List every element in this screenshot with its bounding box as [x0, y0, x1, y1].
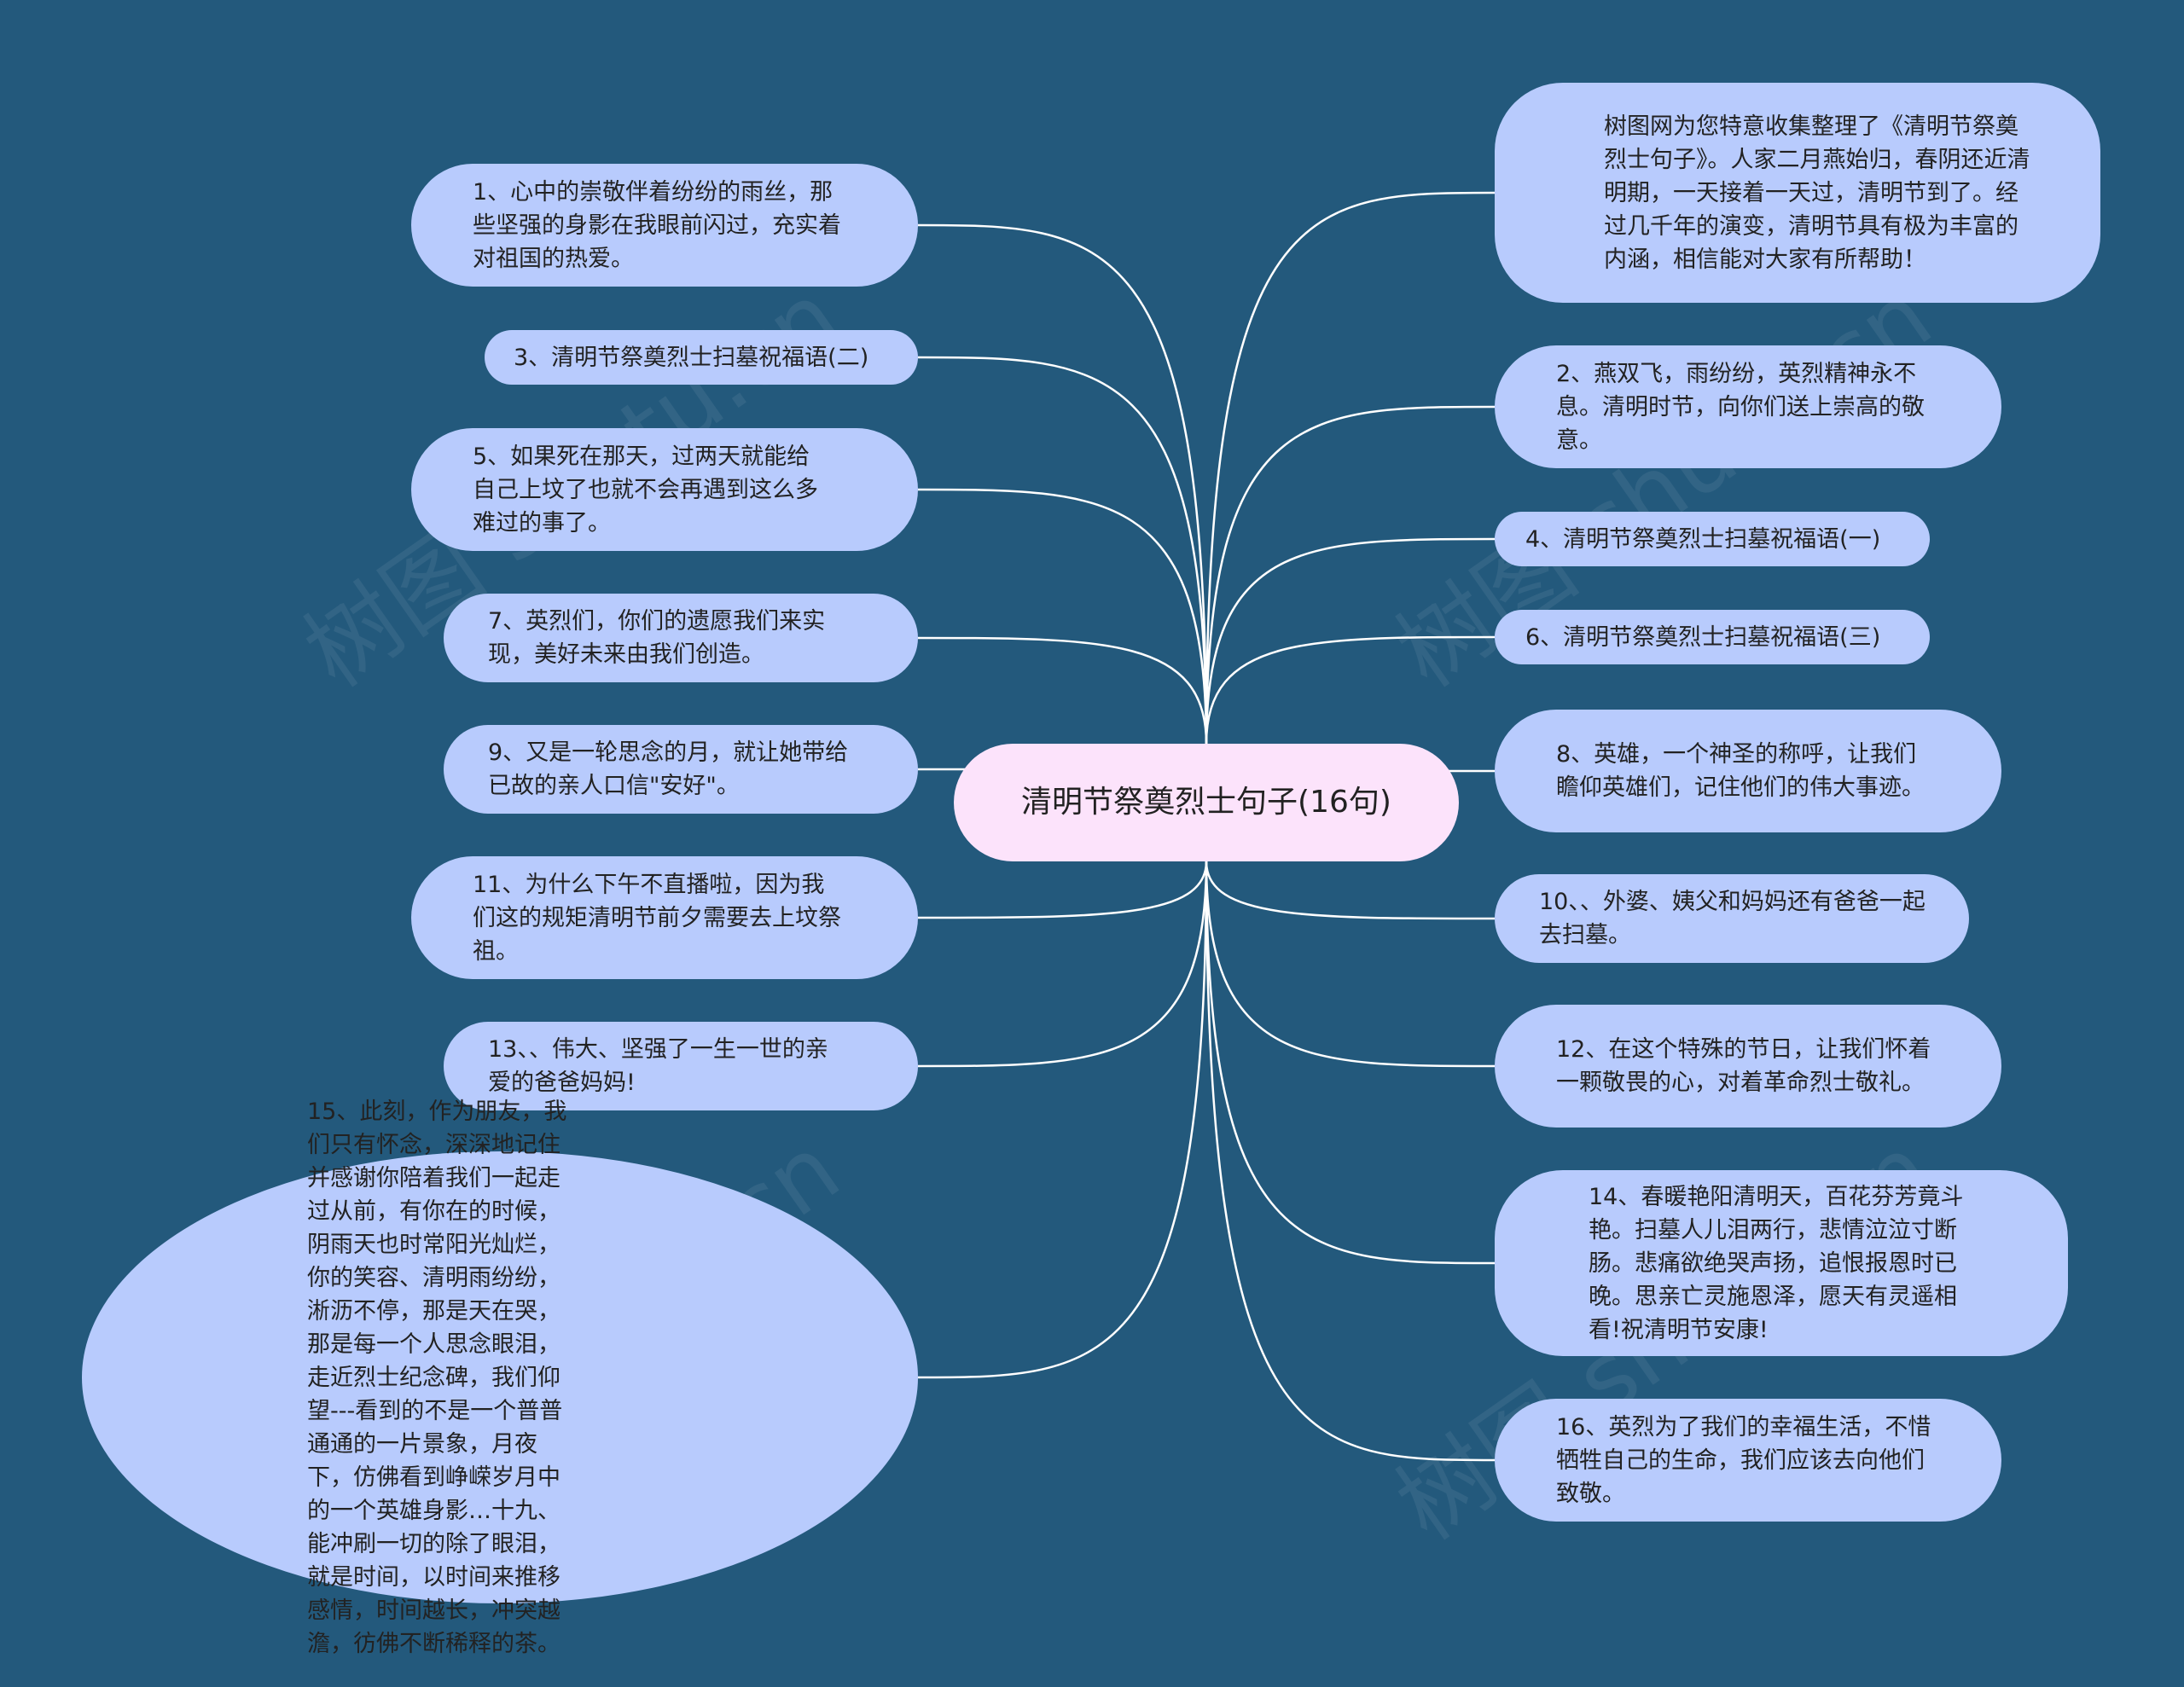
sentence-text: 4、清明节祭奠烈士扫墓祝福语(一)	[1525, 525, 1881, 553]
connector-line	[1205, 191, 1496, 745]
root-topic[interactable]: 清明节祭奠烈士句子(16句)	[954, 744, 1459, 861]
sentence-node-11[interactable]: 11、为什么下午不直播啦，因为我们这的规矩清明节前夕需要去上坟祭祖。	[411, 856, 918, 979]
sentence-text: 3、清明节祭奠烈士扫墓祝福语(二)	[514, 344, 869, 371]
connector-line	[1205, 861, 1496, 1068]
sentence-text: 13、、伟大、坚强了一生一世的亲爱的爸爸妈妈!	[488, 1036, 828, 1096]
sentence-node-16[interactable]: 16、英烈为了我们的幸福生活，不惜牺牲自己的生命，我们应该去向他们致敬。	[1495, 1399, 2001, 1522]
sentence-node-12[interactable]: 12、在这个特殊的节日，让我们怀着一颗敬畏的心，对着革命烈士敬礼。	[1495, 1005, 2001, 1128]
root-topic-label: 清明节祭奠烈士句子(16句)	[1021, 785, 1391, 820]
sentence-text: 9、又是一轮思念的月，就让她带给已故的亲人口信"安好"。	[488, 739, 849, 799]
sentence-text: 16、英烈为了我们的幸福生活，不惜牺牲自己的生命，我们应该去向他们致敬。	[1556, 1413, 1931, 1507]
connector-line	[917, 861, 1208, 919]
sentence-node-4[interactable]: 4、清明节祭奠烈士扫墓祝福语(一)	[1495, 512, 1930, 566]
sentence-text: 7、英烈们，你们的遗愿我们来实现，美好未来由我们创造。	[488, 608, 826, 668]
sentence-text: 14、春暖艳阳清明天，百花芬芳竟斗艳。扫墓人儿泪两行，悲情泣泣寸断肠。悲痛欲绝哭…	[1589, 1183, 1964, 1343]
sentence-node-14[interactable]: 14、春暖艳阳清明天，百花芬芳竟斗艳。扫墓人儿泪两行，悲情泣泣寸断肠。悲痛欲绝哭…	[1495, 1170, 2068, 1356]
sentence-text: 15、此刻，作为朋友，我们只有怀念，深深地记住并感谢你陪着我们一起走过从前，有你…	[307, 1098, 567, 1657]
connector-line	[1205, 405, 1496, 745]
sentence-node-5[interactable]: 5、如果死在那天，过两天就能给自己上坟了也就不会再遇到这么多难过的事了。	[411, 428, 918, 551]
connector-line	[917, 636, 1208, 745]
connector-line	[1205, 861, 1496, 1462]
connector-line	[1205, 861, 1496, 1265]
connector-line	[1205, 635, 1496, 745]
connector-line	[917, 356, 1208, 745]
sentence-text: 2、燕双飞，雨纷纷，英烈精神永不息。清明时节，向你们送上崇高的敬意。	[1556, 360, 1925, 454]
intro-node[interactable]: 树图网为您特意收集整理了《清明节祭奠烈士句子》。人家二月燕始归，春阴还近清明期，…	[1495, 83, 2100, 303]
sentence-node-8[interactable]: 8、英雄，一个神圣的称呼，让我们瞻仰英雄们，记住他们的伟大事迹。	[1495, 710, 2001, 832]
sentence-node-6[interactable]: 6、清明节祭奠烈士扫墓祝福语(三)	[1495, 610, 1930, 664]
sentence-text: 11、为什么下午不直播啦，因为我们这的规矩清明节前夕需要去上坟祭祖。	[473, 871, 841, 965]
sentence-node-3[interactable]: 3、清明节祭奠烈士扫墓祝福语(二)	[485, 330, 918, 385]
connector-line	[917, 223, 1208, 745]
connector-line	[1205, 861, 1496, 920]
sentence-text: 10、、外婆、姨父和妈妈还有爸爸一起去扫墓。	[1539, 889, 1926, 948]
sentence-node-9[interactable]: 9、又是一轮思念的月，就让她带给已故的亲人口信"安好"。	[444, 725, 918, 814]
connector-line	[917, 861, 1208, 1068]
sentence-node-13[interactable]: 13、、伟大、坚强了一生一世的亲爱的爸爸妈妈!	[444, 1022, 918, 1110]
connector-line	[1205, 537, 1496, 745]
sentence-node-10[interactable]: 10、、外婆、姨父和妈妈还有爸爸一起去扫墓。	[1495, 874, 1969, 963]
sentence-node-2[interactable]: 2、燕双飞，雨纷纷，英烈精神永不息。清明时节，向你们送上崇高的敬意。	[1495, 345, 2001, 468]
sentence-text: 8、英雄，一个神圣的称呼，让我们瞻仰英雄们，记住他们的伟大事迹。	[1556, 741, 1925, 801]
sentence-node-1[interactable]: 1、心中的崇敬伴着纷纷的雨丝，那些坚强的身影在我眼前闪过，充实着对祖国的热爱。	[411, 164, 918, 287]
sentence-node-7[interactable]: 7、英烈们，你们的遗愿我们来实现，美好未来由我们创造。	[444, 594, 918, 682]
sentence-text: 6、清明节祭奠烈士扫墓祝福语(三)	[1525, 623, 1881, 651]
connector-line	[917, 488, 1208, 745]
sentence-text: 5、如果死在那天，过两天就能给自己上坟了也就不会再遇到这么多难过的事了。	[473, 443, 818, 536]
intro-text: 树图网为您特意收集整理了《清明节祭奠烈士句子》。人家二月燕始归，春阴还近清明期，…	[1604, 113, 2030, 273]
connector-line	[917, 861, 1208, 1379]
sentence-text: 1、心中的崇敬伴着纷纷的雨丝，那些坚强的身影在我眼前闪过，充实着对祖国的热爱。	[473, 178, 841, 272]
sentence-node-15[interactable]: 15、此刻，作为朋友，我们只有怀念，深深地记住并感谢你陪着我们一起走过从前，有你…	[82, 1099, 918, 1657]
sentence-text: 12、在这个特殊的节日，让我们怀着一颗敬畏的心，对着革命烈士敬礼。	[1556, 1036, 1931, 1096]
